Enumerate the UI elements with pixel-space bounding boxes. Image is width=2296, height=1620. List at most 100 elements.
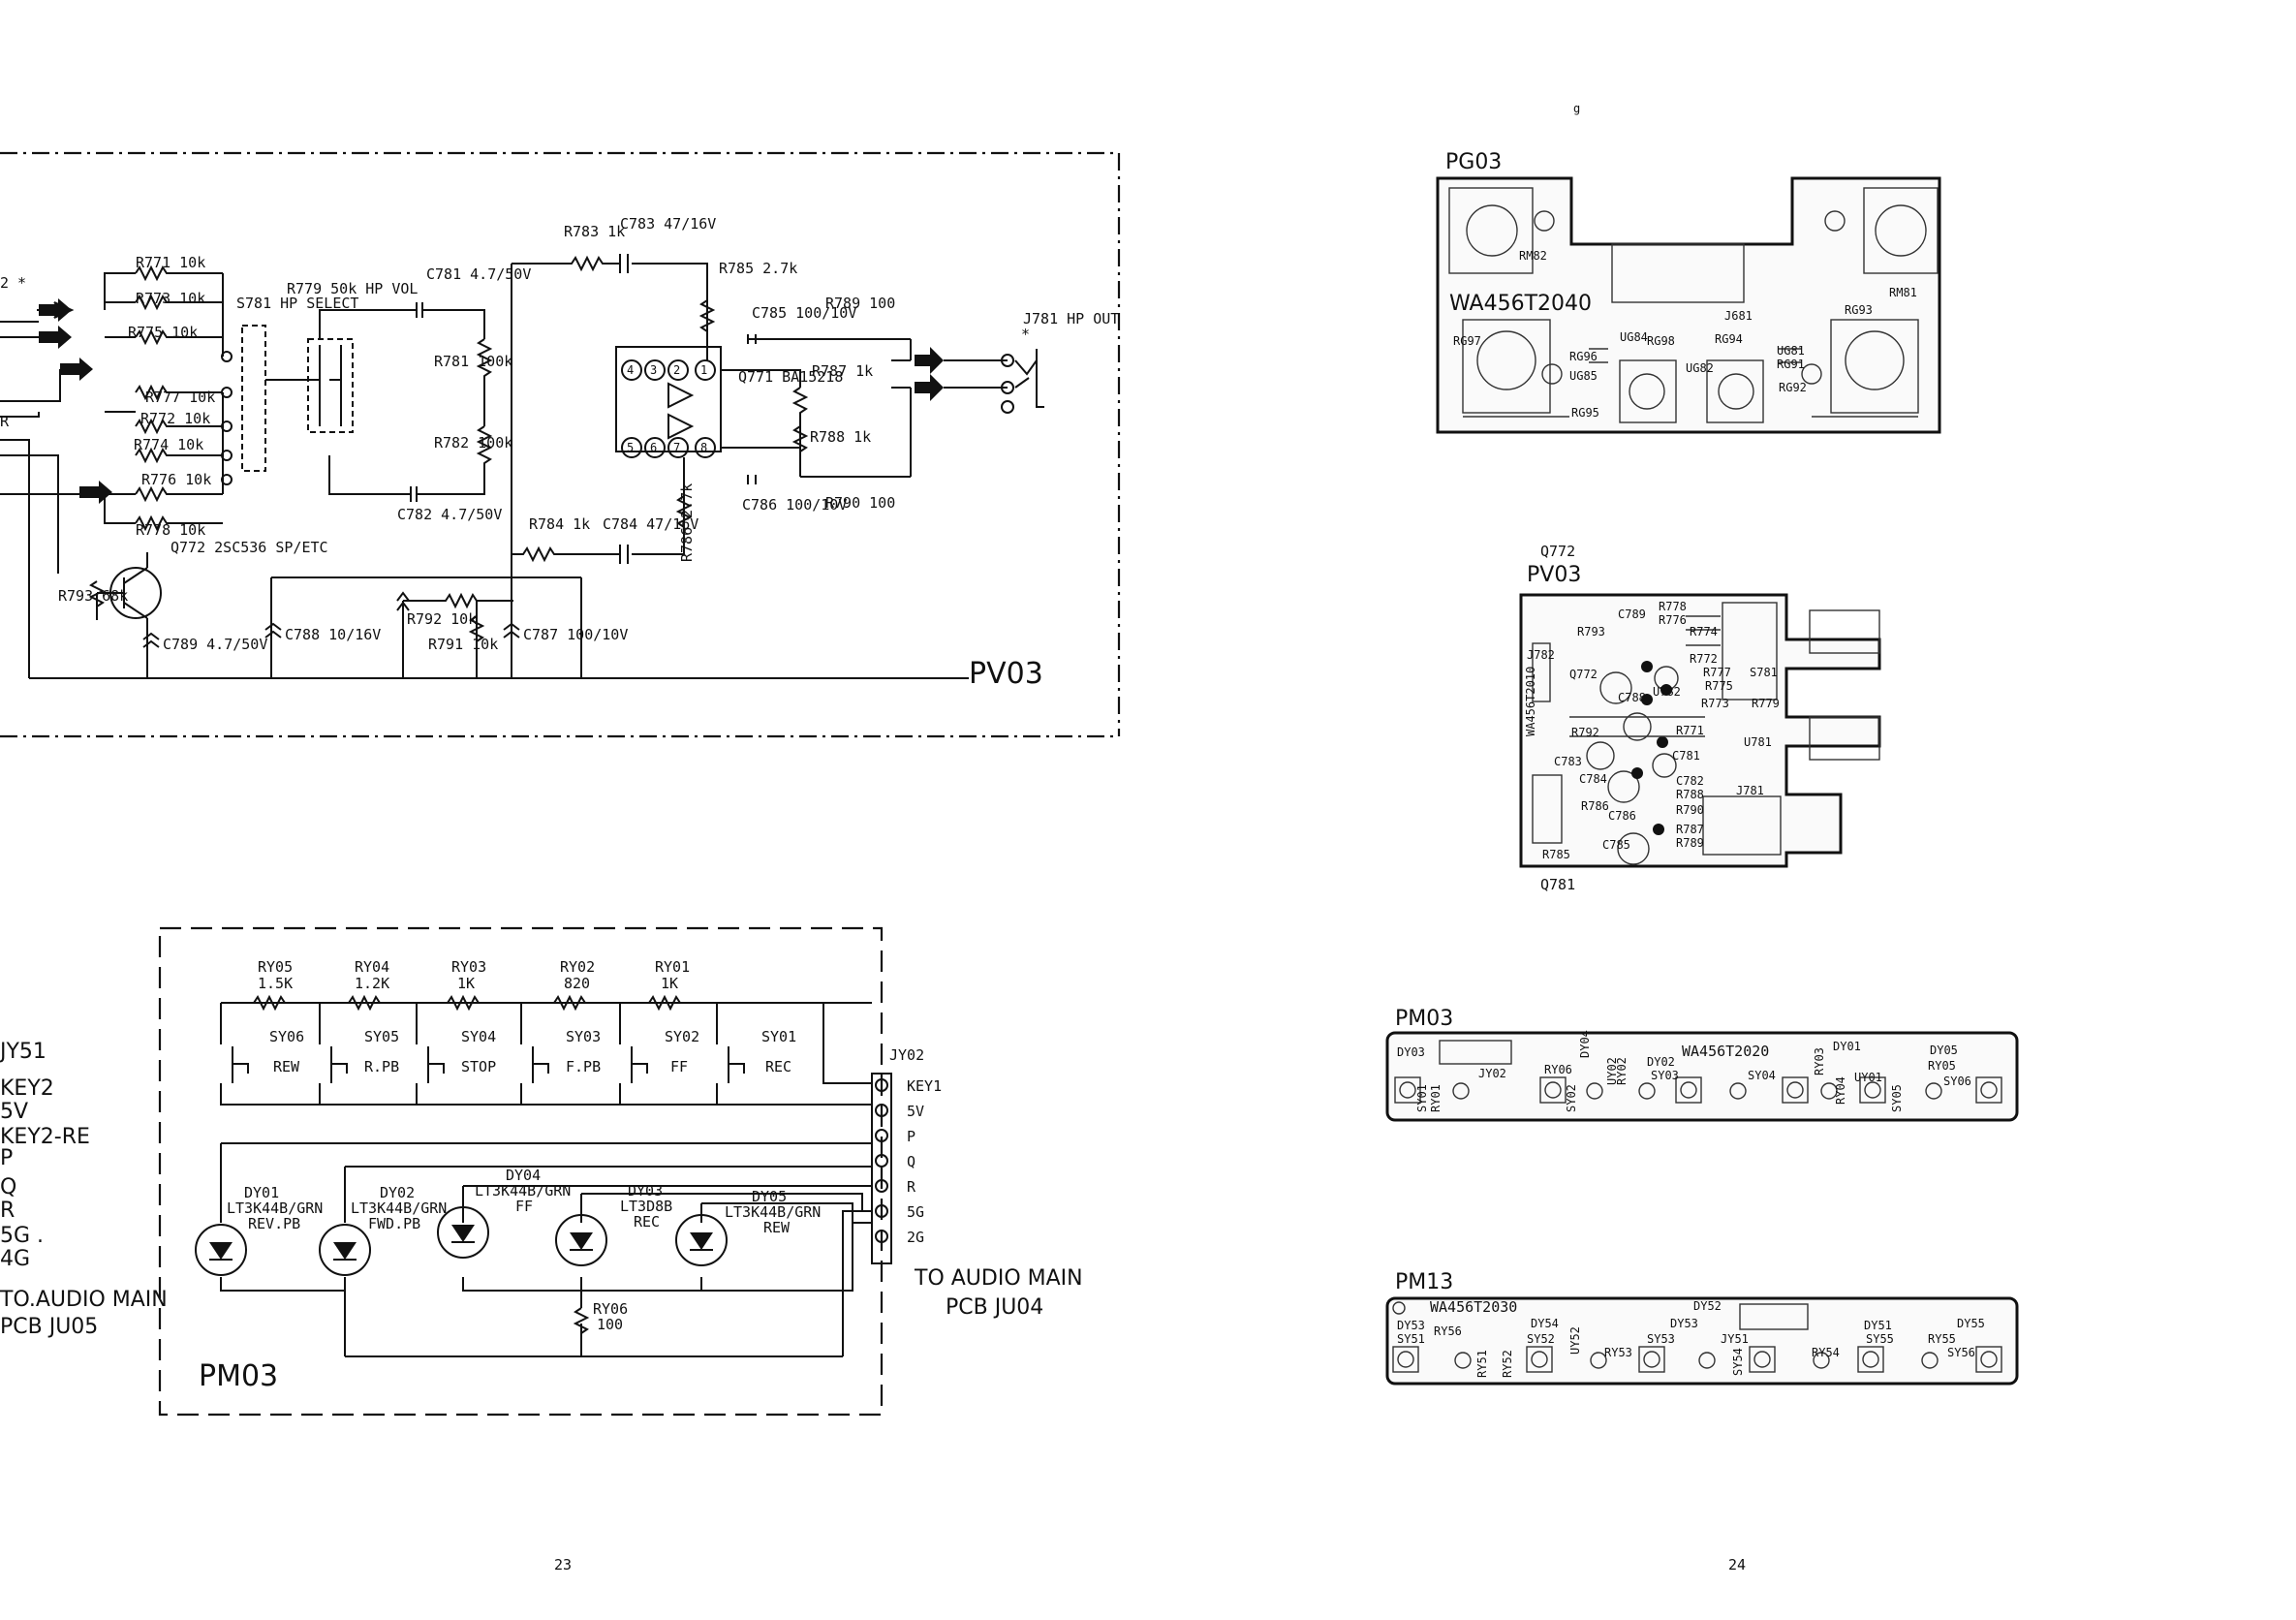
- ry04-ref: RY04: [355, 958, 389, 976]
- pm03-board-dy01: DY01: [1833, 1040, 1861, 1053]
- pv03-board-r774: R774: [1690, 625, 1718, 639]
- pm03-schematic-title: PM03: [199, 1359, 278, 1393]
- jy02-pin-p: P: [907, 1128, 915, 1145]
- pg03-rg91: RG91: [1777, 358, 1805, 371]
- sy06-ref: SY06: [269, 1028, 304, 1045]
- r781-label: R781 100k: [434, 353, 512, 370]
- dy01-ref: DY01: [244, 1184, 279, 1201]
- hp-select-switch: S781 HP SELECT: [221, 295, 358, 485]
- r793-label: R793 68k: [58, 587, 128, 605]
- ic-pin-5: 5: [627, 441, 634, 454]
- pv03-board-u781: U781: [1744, 735, 1772, 749]
- r778-label: R778 10k: [136, 521, 205, 539]
- mute-transistor: Q772 2SC536 SP/ETC R793 68k C789 4.7/50V…: [29, 326, 1030, 679]
- q771-label: Q771 BA15218: [738, 368, 843, 386]
- dy03-ref: DY03: [628, 1182, 663, 1199]
- c788-label: C788 10/16V: [285, 626, 381, 643]
- pm03-board-ry06: RY06: [1544, 1063, 1572, 1076]
- ic-q771: 4 3 2 1 5 6 7 8 Q771 BA15218: [615, 346, 843, 458]
- pg03-rg98: RG98: [1647, 334, 1675, 348]
- left-key2-re: KEY2-RE: [0, 1125, 90, 1149]
- pm13-board-ry56: RY56: [1434, 1324, 1462, 1338]
- left-dest-line2: PCB JU05: [0, 1315, 98, 1339]
- pcb-pv03: Q772 PV03 R778 R776 R774 R772 C789 R793 …: [1519, 543, 1881, 893]
- dy02-name: FWD.PB: [368, 1215, 420, 1232]
- r777-label: R777 10k: [145, 389, 215, 406]
- left-connector-labels: JY51 KEY2 5V KEY2-RE P Q R 5G . 4G TO.AU…: [0, 1040, 168, 1339]
- pm13-board-sy52: SY52: [1527, 1332, 1555, 1346]
- r782-label: R782 100k: [434, 434, 512, 452]
- ry03-ref: RY03: [451, 958, 486, 976]
- pm03-board-sy03: SY03: [1651, 1069, 1679, 1082]
- r783-label: R783 1k: [564, 223, 625, 240]
- pv03-board-s781: S781: [1750, 666, 1778, 679]
- pm13-board-ry55: RY55: [1928, 1332, 1956, 1346]
- hp-vol-pot: R779 50k HP VOL: [265, 280, 418, 433]
- r773-label: R773 10k: [136, 290, 205, 307]
- pm03-dest-line2: PCB JU04: [946, 1295, 1043, 1320]
- pv03-board-r785: R785: [1542, 848, 1570, 861]
- sy04-ref: SY04: [461, 1028, 496, 1045]
- sy02-name: FF: [670, 1058, 688, 1075]
- pm03-dest-line1: TO AUDIO MAIN: [914, 1266, 1083, 1291]
- left-key2: KEY2: [0, 1076, 54, 1101]
- stray-mark: g: [1573, 102, 1580, 115]
- sy05-name: R.PB: [364, 1058, 399, 1075]
- pg03-ug85: UG85: [1569, 369, 1598, 383]
- pm03-board-ry02: RY02: [1615, 1057, 1629, 1085]
- pm03-board-uy02: UY02: [1605, 1057, 1619, 1085]
- pm03-board-sy04: SY04: [1748, 1069, 1776, 1082]
- s781-label: S781 HP SELECT: [236, 295, 358, 312]
- pm03-board-sy06: SY06: [1943, 1075, 1971, 1088]
- c783-label: C783 47/16V: [620, 215, 716, 233]
- sy01-ref: SY01: [761, 1028, 796, 1045]
- pm13-board-sy56: SY56: [1947, 1346, 1975, 1359]
- ic-pin-2: 2: [673, 363, 680, 377]
- pm03-board-ry05: RY05: [1928, 1059, 1956, 1073]
- r776-label: R776 10k: [141, 471, 211, 488]
- pm03-board-ry01: RY01: [1429, 1084, 1443, 1112]
- jy02-pin-2g: 2G: [907, 1229, 924, 1246]
- pm03-board-title: PM03: [1395, 1007, 1453, 1031]
- output-stage: C785 100/10V C786 100/10V R787 1k R788 1…: [721, 295, 1119, 514]
- pm13-board-dy51: DY51: [1864, 1319, 1892, 1332]
- dy02-ref: DY02: [380, 1184, 415, 1201]
- left-5v: 5V: [0, 1100, 28, 1124]
- pg03-rg97: RG97: [1453, 334, 1481, 348]
- r790-label: R790 100: [825, 494, 895, 512]
- c784-label: C784 47/16V: [603, 515, 698, 533]
- resistor-ladder: R771 10k R773 10k R775 10k R777 10k R772…: [104, 254, 224, 539]
- pm03-board-uy01: UY01: [1854, 1071, 1882, 1084]
- pv03-board-c784: C784: [1579, 772, 1607, 786]
- q772-label: Q772 2SC536 SP/ETC: [171, 539, 328, 556]
- sy03-name: F.PB: [566, 1058, 601, 1075]
- dy03-part: LT3D8B: [620, 1198, 672, 1215]
- pg03-rg96: RG96: [1569, 350, 1598, 363]
- coupling-caps: C781 4.7/50V C782 4.7/50V R781 100k R782…: [319, 265, 531, 523]
- pv03-board-r778: R778: [1659, 600, 1687, 613]
- pv03-board-u782: U782: [1653, 685, 1681, 699]
- ic-pin-7: 7: [673, 441, 680, 454]
- pg03-ug84: UG84: [1620, 330, 1648, 344]
- pg03-ug81: UG81: [1777, 344, 1805, 358]
- pv03-schematic-title: PV03: [969, 657, 1043, 691]
- pv03-board-r772: R772: [1690, 652, 1718, 666]
- pm03-board-dy02: DY02: [1647, 1055, 1675, 1069]
- pv03-board-title: PV03: [1527, 563, 1581, 587]
- pm13-board-ry51: RY51: [1475, 1350, 1489, 1378]
- dy02-part: LT3K44B/GRN: [351, 1199, 447, 1217]
- c785-label: C785 100/10V: [752, 304, 856, 322]
- left-5g: 5G .: [0, 1224, 44, 1248]
- left-jy51: JY51: [0, 1040, 47, 1064]
- pv03-board-c786: C786: [1608, 809, 1636, 823]
- led-indicators: DY01 LT3K44B/GRN REV.PB DY02 LT3K44B/GRN…: [195, 1167, 821, 1276]
- pcb-pg03: PG03 WA456T2040 RM82 RM81 RG97 RG96 UG85…: [1436, 150, 1941, 434]
- pcb-pm03: PM03 WA456T2020 DY03 SY01 RY01 JY02 RY06…: [1385, 1007, 2019, 1122]
- sy06-name: REW: [273, 1058, 300, 1075]
- ic-pin-4: 4: [627, 363, 634, 377]
- pg03-rm81: RM81: [1889, 286, 1917, 299]
- j781-label: J781 HP OUT: [1023, 310, 1119, 327]
- pm13-board-sy51: SY51: [1397, 1332, 1425, 1346]
- pv03-board-c783: C783: [1554, 755, 1582, 768]
- feedback-network: R783 1k C783 47/16V R784 1k C784 47/16V …: [511, 215, 797, 678]
